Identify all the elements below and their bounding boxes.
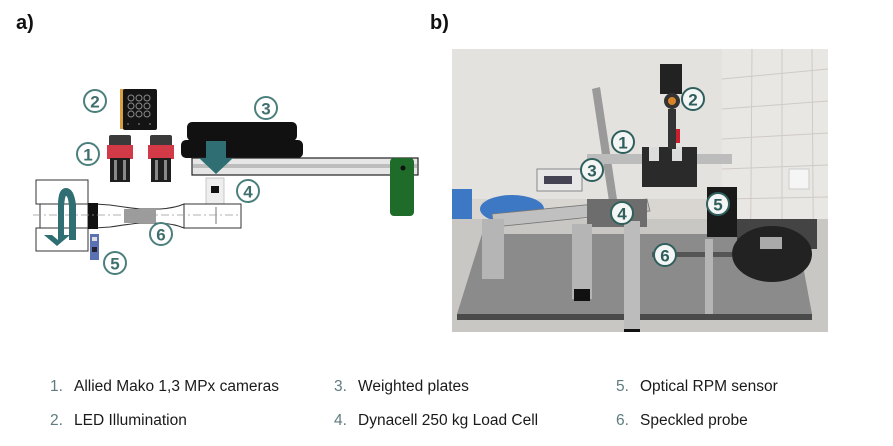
photo-callout-1: 1	[611, 130, 635, 154]
lever-bar-icon	[191, 157, 419, 216]
legend-item-5: 5. Optical RPM sensor	[616, 378, 778, 396]
callout-1: 1	[76, 142, 100, 166]
legend-text: Allied Mako 1,3 MPx cameras	[74, 378, 280, 395]
rotation-arrow-icon	[44, 188, 76, 246]
rpm-sensor-icon	[90, 234, 99, 260]
camera-left-icon	[107, 135, 133, 182]
weighted-plates-icon	[181, 122, 303, 158]
legend-number: 3.	[334, 378, 347, 395]
svg-text:5: 5	[713, 196, 722, 215]
svg-text:5: 5	[110, 255, 119, 274]
legend-text: Dynacell 250 kg Load Cell	[358, 412, 539, 429]
svg-text:6: 6	[660, 247, 669, 266]
svg-text:1: 1	[83, 146, 92, 165]
photo-callout-3: 3	[580, 158, 604, 182]
callout-2: 2	[83, 89, 107, 113]
callout-3: 3	[254, 96, 278, 120]
legend-text: Weighted plates	[358, 378, 469, 395]
schematic-diagram: 2 1 3 4 6 5	[33, 89, 419, 275]
led-illumination-icon	[120, 89, 157, 130]
photo-callout-6: 6	[653, 243, 677, 267]
svg-text:2: 2	[688, 91, 697, 110]
setup-photo: 1 2 3 4 5 6	[452, 49, 828, 332]
legend-number: 5.	[616, 378, 629, 395]
right-grip	[183, 203, 242, 229]
legend-text: Speckled probe	[640, 412, 748, 429]
callout-6: 6	[149, 222, 173, 246]
legend-item-3: 3. Weighted plates	[334, 378, 469, 396]
svg-text:2: 2	[90, 93, 99, 112]
svg-text:1: 1	[618, 134, 627, 153]
load-cell-icon	[205, 177, 225, 207]
callout-4: 4	[236, 179, 260, 203]
legend-item-1: 1. Allied Mako 1,3 MPx cameras	[50, 378, 279, 396]
legend-number: 6.	[616, 412, 629, 429]
legend-item-2: 2. LED Illumination	[50, 412, 187, 430]
panel-b-label: b)	[430, 12, 449, 34]
legend: 1. Allied Mako 1,3 MPx cameras 2. LED Illu…	[0, 372, 893, 442]
legend-item-4: 4. Dynacell 250 kg Load Cell	[334, 412, 538, 430]
photo-callout-4: 4	[610, 201, 634, 225]
legend-item-6: 6. Speckled probe	[616, 412, 748, 430]
svg-text:4: 4	[617, 205, 627, 224]
speckle-region	[124, 209, 156, 223]
legend-number: 2.	[50, 412, 63, 429]
photo-callout-5: 5	[706, 192, 730, 216]
svg-text:3: 3	[587, 162, 596, 181]
camera-right-icon	[148, 135, 174, 182]
load-arrow-icon	[199, 141, 233, 174]
svg-text:4: 4	[243, 183, 253, 202]
svg-text:6: 6	[156, 226, 165, 245]
callout-5: 5	[103, 251, 127, 275]
svg-text:3: 3	[261, 100, 270, 119]
legend-number: 4.	[334, 412, 347, 429]
legend-number: 1.	[50, 378, 63, 395]
photo-callout-2: 2	[681, 87, 705, 111]
legend-text: LED Illumination	[74, 412, 187, 429]
panel-a-label: a)	[16, 12, 34, 34]
legend-text: Optical RPM sensor	[640, 378, 778, 395]
